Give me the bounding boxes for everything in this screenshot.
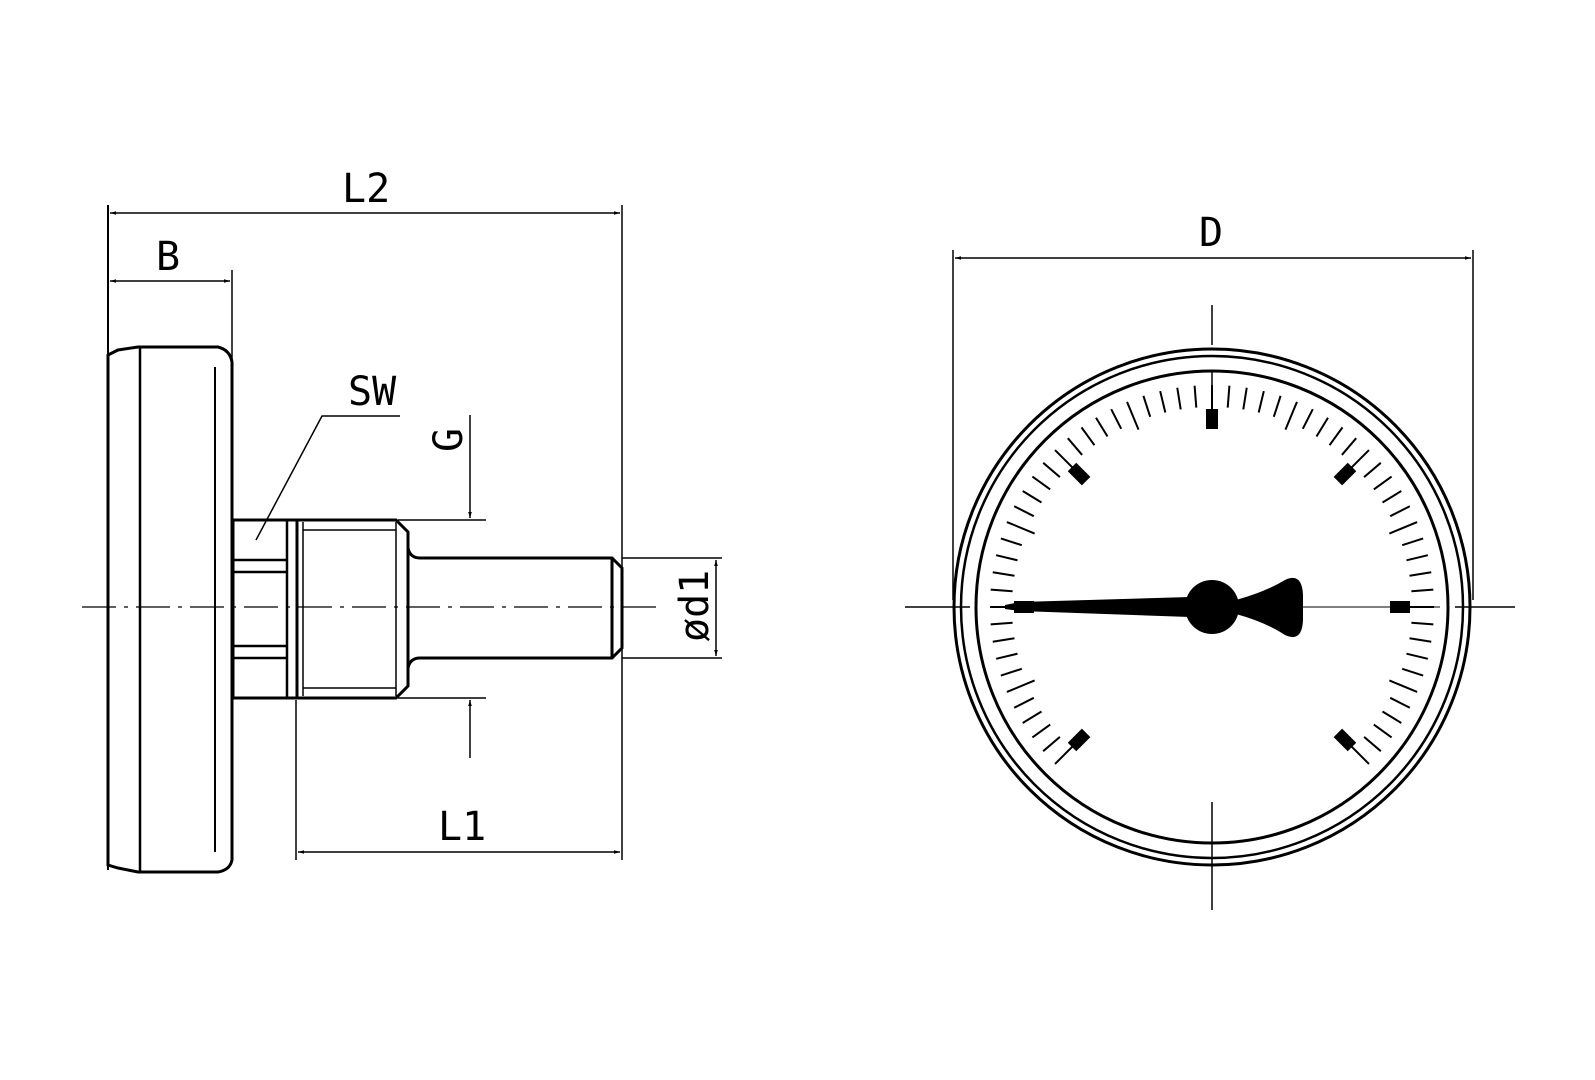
minor-tick	[1013, 696, 1035, 709]
minor-tick	[1373, 475, 1393, 491]
minor-tick	[1006, 679, 1035, 693]
major-tick	[1390, 601, 1410, 613]
side-view	[82, 205, 722, 874]
minor-tick	[1272, 395, 1282, 418]
minor-tick	[1242, 387, 1248, 410]
minor-tick	[990, 588, 1013, 593]
major-tick-line	[1349, 449, 1370, 470]
minor-tick	[1284, 401, 1298, 430]
minor-tick	[1022, 710, 1042, 724]
case-outline	[106, 345, 234, 874]
minor-tick	[1000, 667, 1023, 677]
minor-tick	[1389, 505, 1411, 518]
minor-tick	[1080, 426, 1096, 446]
minor-tick	[1315, 417, 1329, 437]
front-view	[905, 250, 1515, 910]
thread-body	[295, 518, 410, 700]
minor-tick	[1341, 437, 1357, 456]
minor-tick	[992, 571, 1015, 577]
major-tick	[1333, 462, 1357, 486]
minor-tick	[1389, 696, 1411, 709]
minor-tick	[990, 621, 1013, 626]
minor-tick	[1373, 723, 1393, 739]
minor-tick	[1401, 537, 1424, 547]
pointer-needle	[1005, 597, 1190, 617]
minor-tick	[1042, 736, 1061, 752]
minor-tick	[1126, 401, 1140, 430]
label-l1: L1	[438, 804, 486, 850]
minor-tick	[1110, 408, 1123, 430]
minor-tick	[1176, 387, 1182, 410]
minor-tick	[995, 652, 1018, 660]
minor-tick	[1000, 537, 1023, 547]
minor-tick	[1411, 588, 1434, 593]
label-l2: L2	[342, 166, 390, 212]
minor-tick	[1142, 395, 1152, 418]
major-tick-line	[1054, 744, 1075, 765]
minor-tick	[1409, 571, 1432, 577]
minor-tick	[1301, 408, 1314, 430]
minor-tick	[1382, 710, 1402, 724]
minor-tick	[1389, 521, 1418, 535]
sw-leader-line	[255, 415, 400, 541]
label-d: D	[1199, 210, 1223, 256]
minor-tick	[1006, 521, 1035, 535]
pointer-counterweight	[1236, 577, 1303, 638]
minor-tick	[1095, 417, 1109, 437]
dial-scale	[990, 385, 1434, 765]
minor-tick	[1031, 475, 1051, 491]
minor-tick	[1193, 385, 1198, 408]
pointer	[1005, 577, 1303, 638]
minor-tick	[1406, 554, 1429, 562]
minor-tick	[1363, 736, 1382, 752]
minor-tick	[1067, 437, 1083, 456]
minor-tick	[1406, 652, 1429, 660]
minor-tick	[992, 637, 1015, 643]
minor-tick	[1409, 637, 1432, 643]
label-g: G	[426, 428, 472, 452]
minor-tick	[1389, 679, 1418, 693]
label-d1: ød1	[672, 570, 718, 642]
label-sw: SW	[348, 369, 397, 415]
major-tick-line	[1349, 744, 1370, 765]
major-tick	[1206, 409, 1218, 429]
minor-tick	[1022, 490, 1042, 504]
minor-tick	[1226, 385, 1231, 408]
minor-tick	[1013, 505, 1035, 518]
minor-tick	[1363, 462, 1382, 478]
minor-tick	[1411, 621, 1434, 626]
minor-tick	[1042, 462, 1061, 478]
major-tick-line	[1054, 449, 1075, 470]
major-tick	[1067, 462, 1091, 486]
minor-tick	[1257, 390, 1265, 413]
minor-tick	[1031, 723, 1051, 739]
major-tick	[1333, 728, 1357, 752]
minor-tick	[1401, 667, 1424, 677]
pointer-hub	[1185, 580, 1239, 634]
minor-tick	[1382, 490, 1402, 504]
stem	[406, 547, 624, 669]
minor-tick	[1159, 390, 1167, 413]
major-tick	[1067, 728, 1091, 752]
minor-tick	[995, 554, 1018, 562]
minor-tick	[1328, 426, 1344, 446]
label-b: B	[156, 234, 180, 280]
